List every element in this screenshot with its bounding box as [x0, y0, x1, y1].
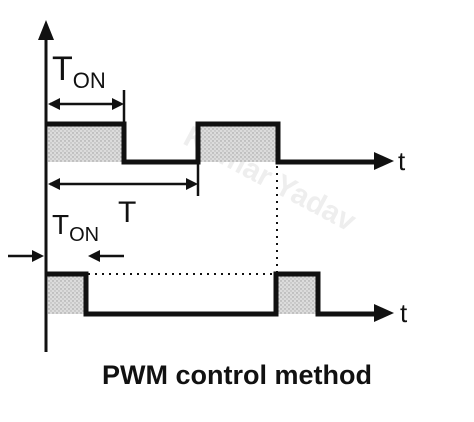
ton-bottom-label: TON	[52, 209, 99, 246]
bottom-pwm-waveform	[46, 271, 394, 322]
ton-bottom-dimension	[8, 250, 124, 262]
ton-top-dimension	[48, 90, 126, 124]
top-pwm-waveform	[46, 121, 394, 170]
period-dimension	[48, 164, 200, 196]
period-label: T	[118, 196, 136, 229]
top-time-arrowhead	[374, 152, 394, 170]
bottom-pulse-2-fill	[278, 274, 318, 314]
bottom-time-label: t	[400, 298, 408, 328]
bottom-time-arrowhead	[374, 304, 394, 322]
top-pulse-2-fill	[198, 124, 278, 162]
vertical-axis	[38, 20, 54, 352]
bottom-pulse-1-fill	[48, 274, 86, 314]
ton-top-label: TON	[52, 50, 106, 93]
diagram-caption: PWM control method	[102, 360, 372, 390]
top-time-label: t	[398, 146, 406, 176]
top-pulse-1-fill	[48, 124, 124, 162]
